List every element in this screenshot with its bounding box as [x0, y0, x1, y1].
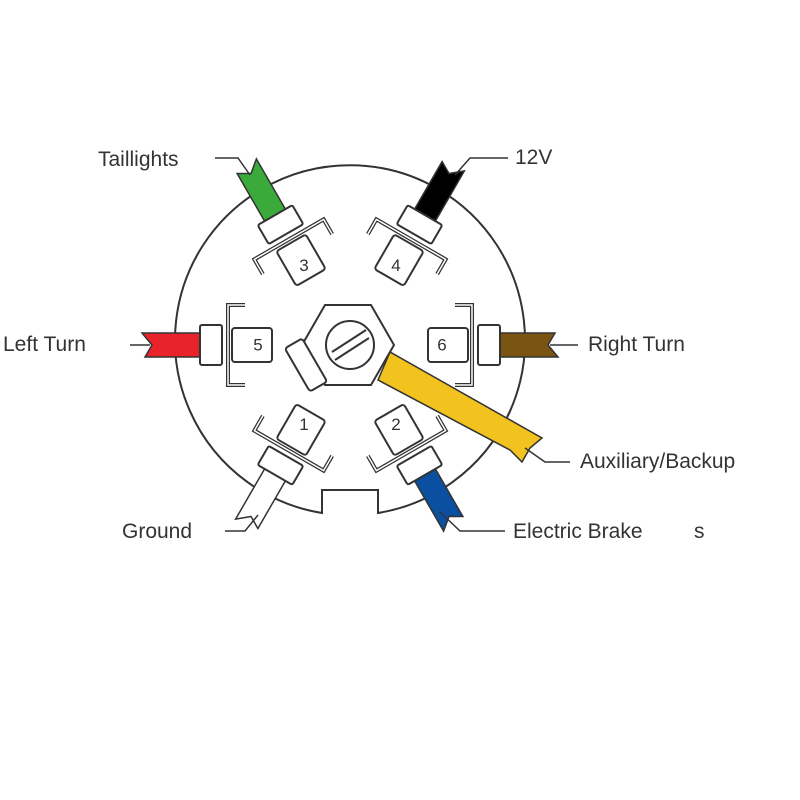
label-electric-brakes-suffix: s	[694, 520, 705, 543]
pin-5-contact	[231, 327, 273, 363]
pin-3-number: 3	[299, 256, 308, 275]
label-ground: Ground	[122, 520, 192, 543]
label-left-turn: Left Turn	[3, 333, 86, 356]
screw-slot	[334, 337, 370, 361]
pin-1-bracket-highlight	[253, 415, 333, 472]
pin-2-bracket-highlight	[367, 415, 447, 472]
pin-5-terminal	[140, 303, 273, 387]
pin-6-housing	[477, 324, 501, 366]
key-tab	[284, 338, 328, 392]
label-12v: 12V	[515, 146, 552, 169]
pin-1-number: 1	[299, 415, 308, 434]
pin-2-number: 2	[391, 415, 400, 434]
pin-5-housing	[199, 324, 223, 366]
pin-4-terminal	[366, 159, 466, 286]
pin-4-bracket-highlight	[367, 218, 447, 275]
pin-6-number: 6	[437, 336, 446, 355]
pin-6-bracket-highlight	[455, 304, 473, 386]
pin-2-housing	[396, 445, 443, 486]
label-electric-brakes: Electric Brake	[513, 520, 643, 543]
pin-5-wire	[140, 332, 203, 358]
pin-3-contact	[276, 234, 326, 286]
pin-3-bracket-highlight	[253, 218, 333, 275]
pin-6-contact	[427, 327, 469, 363]
pin-4-contact	[374, 234, 424, 286]
pin-2-contact	[374, 404, 424, 456]
pin-2-terminal	[366, 404, 465, 533]
pin-1-contact	[276, 404, 326, 456]
leader-lines	[130, 157, 578, 532]
center-screw	[325, 320, 375, 370]
auxiliary-wire	[377, 350, 544, 464]
pin-1-housing	[257, 445, 304, 486]
pin-4-housing	[396, 204, 443, 245]
pin-3-housing	[257, 204, 304, 245]
pin-6-terminal	[427, 303, 560, 387]
label-taillights: Taillights	[98, 148, 179, 171]
pin-5-number: 5	[253, 336, 262, 355]
screw-slot	[331, 329, 367, 353]
label-auxiliary-backup: Auxiliary/Backup	[580, 450, 735, 473]
label-right-turn: Right Turn	[588, 333, 685, 356]
pin-5-bracket-highlight	[227, 304, 245, 386]
pin-6-wire	[497, 332, 560, 358]
pin-1-terminal	[234, 404, 334, 531]
pin-4-number: 4	[391, 256, 400, 275]
